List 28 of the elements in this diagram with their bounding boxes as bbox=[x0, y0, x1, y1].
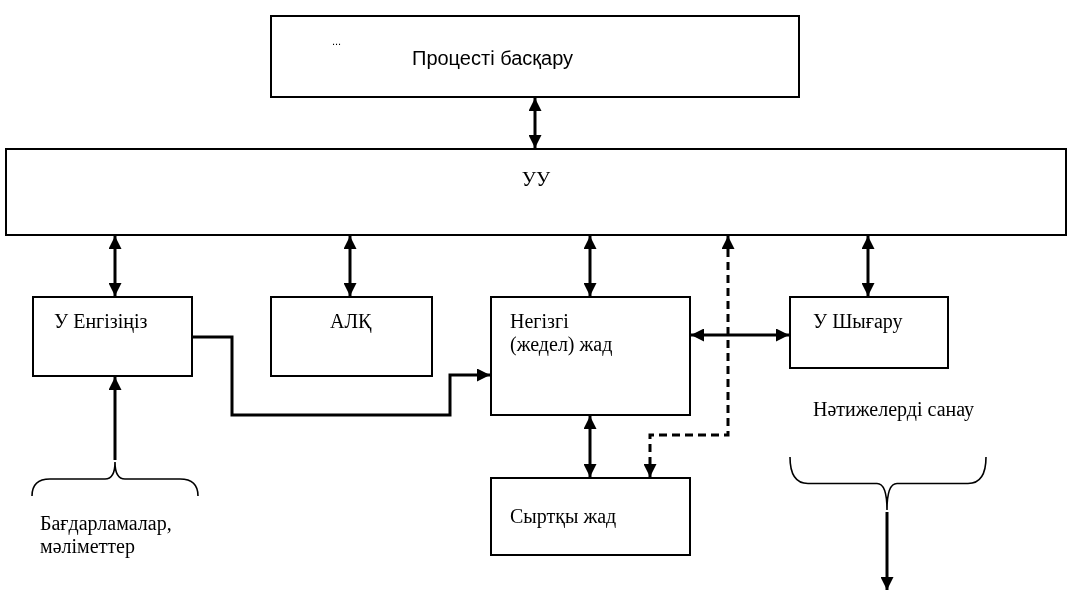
arrow bbox=[861, 236, 875, 296]
bus-box bbox=[5, 148, 1067, 236]
output-caption: Нәтижелерді санау bbox=[813, 398, 975, 421]
process-box bbox=[32, 296, 193, 377]
box-label: У Шығару bbox=[813, 310, 903, 333]
box-label: Негізгі (жедел) жад bbox=[510, 310, 614, 356]
arrow bbox=[583, 416, 597, 477]
arrow bbox=[691, 328, 789, 342]
arrow bbox=[108, 236, 122, 296]
process-box bbox=[789, 296, 949, 369]
arrow bbox=[528, 98, 542, 148]
process-box bbox=[490, 296, 691, 416]
process-box bbox=[270, 296, 433, 377]
box-label: Процесті басқару bbox=[412, 47, 574, 70]
process-box bbox=[490, 477, 691, 556]
box-label: Сыртқы жад bbox=[510, 505, 617, 528]
process-box bbox=[270, 15, 800, 98]
arrow bbox=[343, 236, 357, 296]
box-label: УУ bbox=[520, 168, 552, 191]
arrow bbox=[583, 236, 597, 296]
ellipsis-mark: ... bbox=[332, 35, 342, 48]
box-label: АЛҚ bbox=[330, 310, 372, 333]
dashed-arrow bbox=[643, 236, 735, 477]
box-label: У Енгізіңіз bbox=[54, 310, 149, 333]
arrow bbox=[880, 512, 894, 590]
input-caption: Бағдарламалар, мәліметтер bbox=[40, 512, 173, 558]
arrow bbox=[193, 335, 490, 417]
arrow bbox=[108, 377, 122, 460]
